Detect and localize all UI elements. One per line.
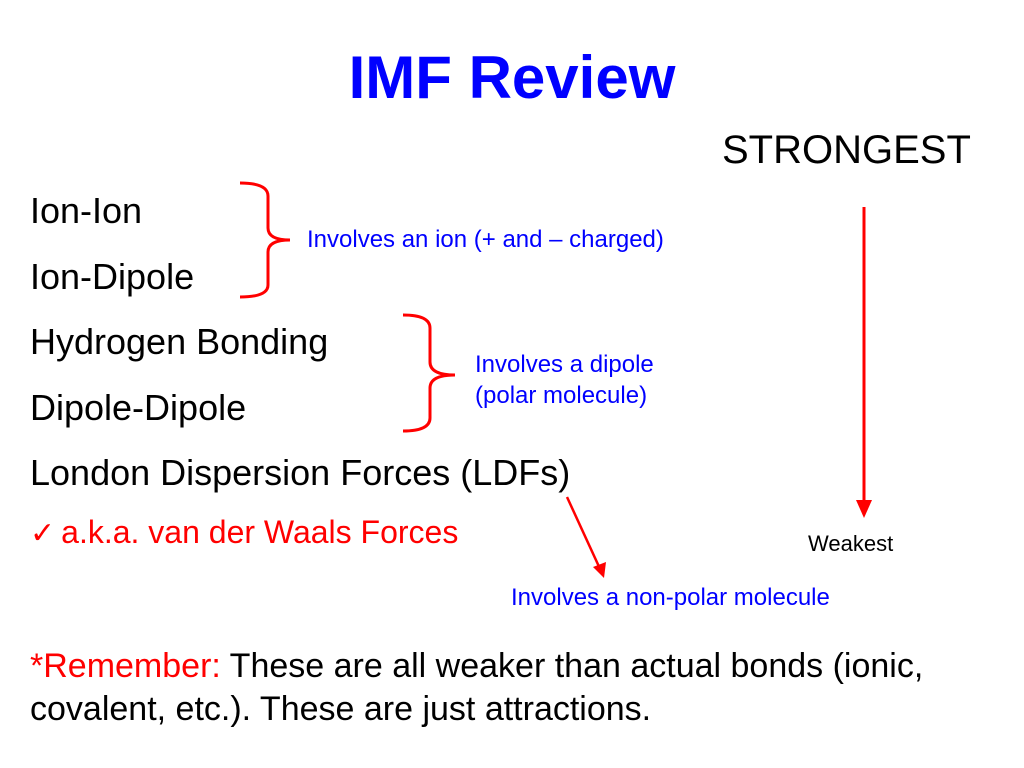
- force-ion-dipole: Ion-Dipole: [30, 256, 195, 297]
- strongest-label: STRONGEST: [722, 128, 971, 172]
- aka-text: a.k.a. van der Waals Forces: [61, 514, 459, 550]
- note-dipole-line2: (polar molecule): [475, 382, 648, 410]
- note-dipole: Involves a dipole (polar molecule): [475, 349, 775, 411]
- note-ion: Involves an ion (+ and – charged): [307, 226, 664, 253]
- note-dipole-line1: Involves a dipole: [475, 351, 654, 378]
- strength-arrow-head: [856, 500, 872, 518]
- force-hydrogen-bonding: Hydrogen Bonding: [30, 321, 329, 362]
- remember-note: *Remember: These are all weaker than act…: [30, 645, 990, 730]
- force-ion-ion: Ion-Ion: [30, 190, 143, 231]
- checkmark-icon: ✓: [30, 517, 56, 550]
- note-nonpolar: Involves a non-polar molecule: [511, 584, 830, 611]
- brace-dipole-group: [402, 313, 456, 433]
- remember-lead: *Remember:: [30, 647, 221, 685]
- weakest-label: Weakest: [808, 531, 894, 556]
- force-london-dispersion: London Dispersion Forces (LDFs): [30, 452, 571, 493]
- ldf-arrow-head: [593, 562, 606, 578]
- ldf-arrow: [565, 496, 603, 572]
- brace-ion-group: [239, 181, 291, 299]
- force-dipole-dipole: Dipole-Dipole: [30, 387, 247, 428]
- slide-title: IMF Review: [348, 44, 676, 111]
- remember-text: These are all weaker than actual bonds (…: [30, 647, 924, 728]
- aka-bullet: ✓a.k.a. van der Waals Forces: [30, 516, 458, 549]
